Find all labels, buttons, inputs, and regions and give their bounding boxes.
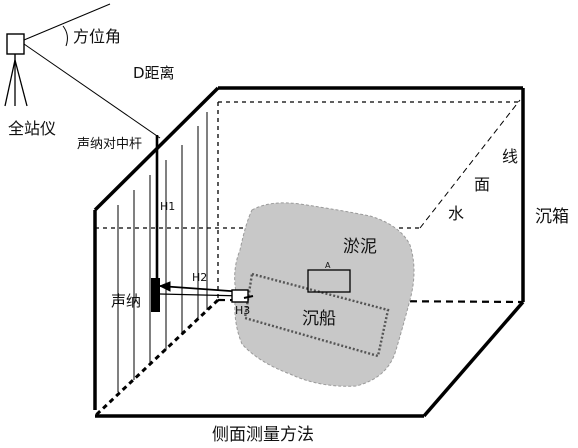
h2-label: H2 bbox=[192, 271, 207, 284]
azimuth-ray bbox=[23, 3, 111, 41]
sonar-label: 声纳 bbox=[111, 292, 141, 310]
wreck-cabin bbox=[307, 269, 351, 293]
mark-a-label: A bbox=[325, 261, 331, 270]
distance-label: D距离 bbox=[133, 64, 175, 82]
h2-measure bbox=[158, 281, 245, 297]
wreck-label: 沉船 bbox=[302, 309, 336, 329]
h1-label: H1 bbox=[160, 200, 175, 213]
waterline-char-3: 水 bbox=[448, 204, 464, 223]
silt-area bbox=[234, 202, 415, 387]
silt-label: 淤泥 bbox=[343, 237, 377, 257]
sonar-pole-label: 声纳对中杆 bbox=[77, 137, 142, 152]
sonar-head bbox=[151, 278, 160, 312]
tank-label: 沉箱 bbox=[535, 207, 569, 227]
distance-ray bbox=[23, 43, 161, 139]
diagram-caption: 侧面测量方法 bbox=[212, 425, 314, 445]
azimuth-label: 方位角 bbox=[73, 27, 121, 46]
front-face-hatch bbox=[117, 112, 208, 392]
tank-bottom-diagonal bbox=[93, 298, 220, 418]
water-surface-line bbox=[419, 99, 521, 229]
h3-target bbox=[231, 289, 249, 303]
h3-label: H3 bbox=[235, 304, 250, 317]
azimuth-arc bbox=[62, 25, 68, 47]
total-station-label: 全站仪 bbox=[8, 119, 56, 138]
waterline-char-2: 面 bbox=[474, 175, 490, 194]
h3-measure bbox=[243, 295, 254, 299]
total-station-icon bbox=[4, 33, 28, 107]
waterline-char-1: 线 bbox=[502, 147, 518, 166]
wreck-hull bbox=[243, 272, 390, 358]
